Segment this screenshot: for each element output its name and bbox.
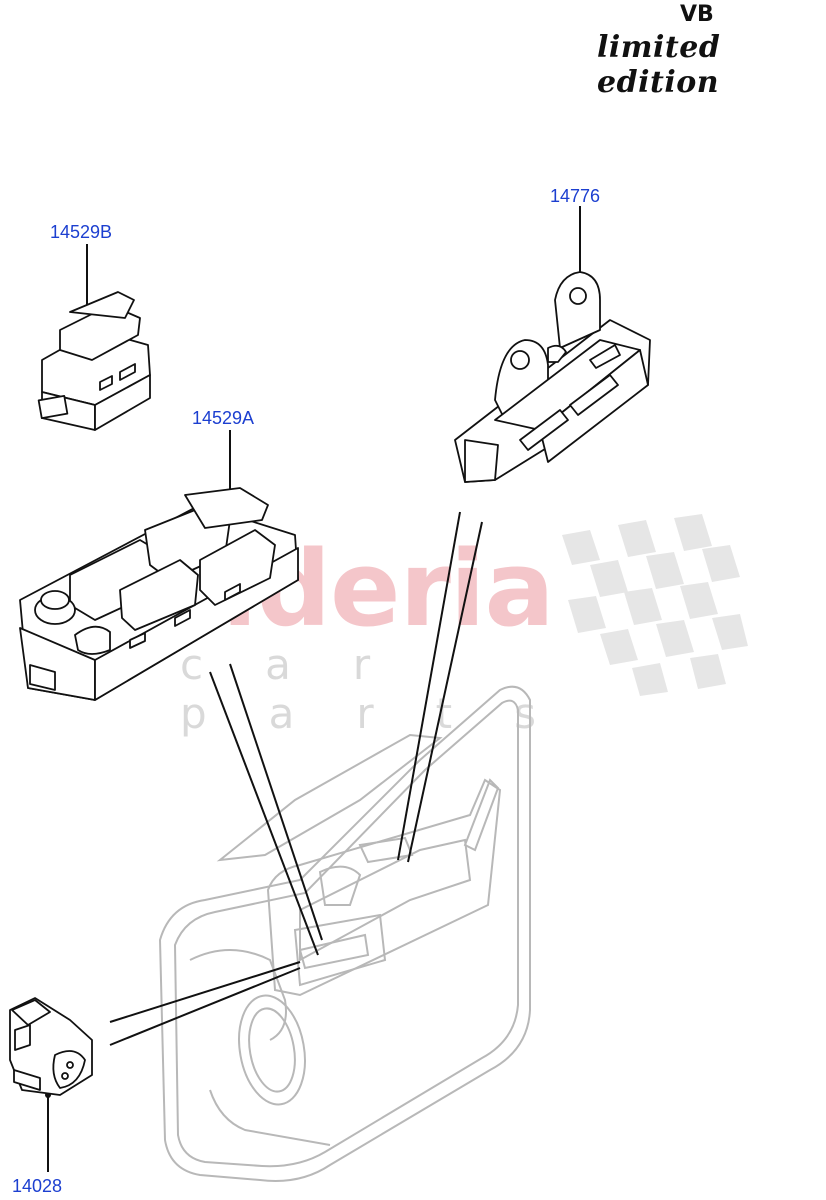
door-panel-outline <box>158 685 531 1182</box>
checkered-flag-watermark <box>562 514 748 696</box>
small-switch-part <box>9 997 93 1096</box>
part-label-14776[interactable]: 14776 <box>550 186 601 206</box>
part-label-14028[interactable]: 14028 <box>12 1176 63 1196</box>
window-switch-pack-rear-part <box>454 271 651 483</box>
watermark-tagline: car parts <box>180 640 599 738</box>
part-label-14529a[interactable]: 14529A <box>192 408 255 428</box>
variant-label: VB <box>680 2 714 27</box>
part-label-14529b[interactable]: 14529B <box>50 222 113 242</box>
edition-label: limited edition <box>597 30 721 100</box>
window-switch-pack-driver-part <box>19 487 299 701</box>
window-switch-single-part <box>37 291 151 431</box>
leader-lines <box>47 206 581 1172</box>
